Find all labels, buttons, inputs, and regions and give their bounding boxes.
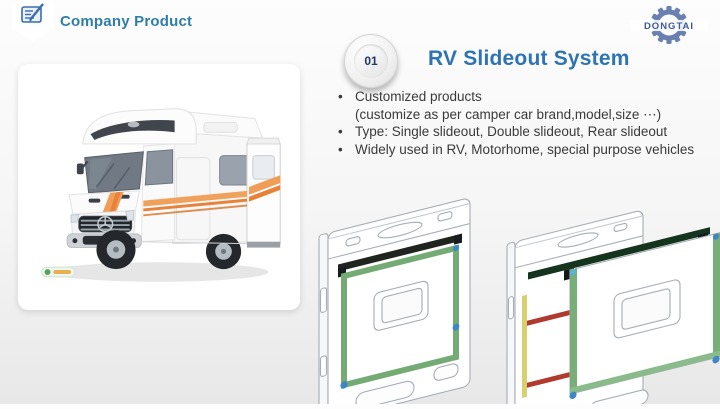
bullet-item: • Customized products [338,88,720,106]
bullet-marker: • [338,89,343,104]
document-pen-icon [19,0,47,33]
slideout-retracted-drawing [310,186,506,409]
section-number-badge: 01 [344,34,398,88]
company-logo: DONGTAI [630,5,708,47]
bullet-text: Type: Single slideout, Double slideout, … [355,124,668,139]
slideout-extended-drawing [502,186,720,409]
bullet-list: • Customized products • (customize as pe… [338,88,720,158]
bullet-item: • Widely used in RV, Motorhome, special … [338,141,720,159]
rv-photo-card [18,64,300,310]
bullet-text: (customize as per camper car brand,model… [355,106,662,122]
logo-text: DONGTAI [643,21,695,32]
section-title: RV Slideout System [428,47,630,70]
page-title: Company Product [60,13,193,30]
section-number: 01 [354,44,388,78]
bullet-marker: • [338,141,343,157]
photo-watermark [41,266,76,277]
rv-motorhome-photo [28,72,290,303]
bullet-item-continuation: • (customize as per camper car brand,mod… [338,106,720,124]
bullet-text: Widely used in RV, Motorhome, special pu… [355,141,695,157]
bullet-marker: • [338,124,343,139]
bullet-item: • Type: Single slideout, Double slideout… [338,123,720,141]
header-badge [11,0,55,42]
bullet-text: Customized products [355,89,482,104]
